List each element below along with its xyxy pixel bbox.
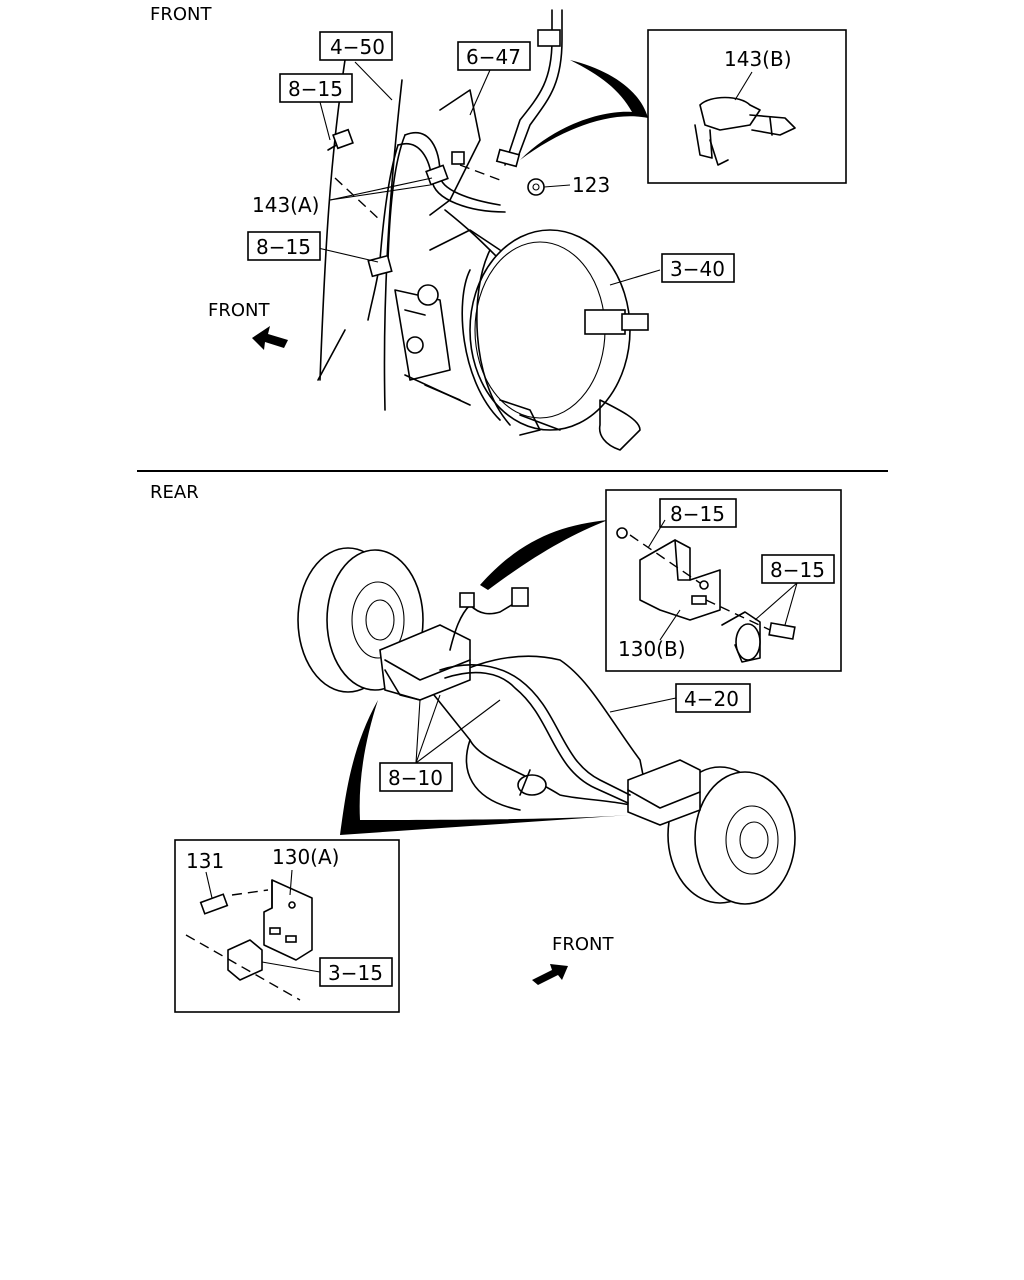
label-123: 123 bbox=[572, 173, 610, 197]
detail-inset-130b: 8−15 8−15 130(B) bbox=[605, 489, 842, 672]
svg-text:8−15: 8−15 bbox=[256, 235, 311, 259]
detail-pointer-shapes bbox=[340, 520, 630, 835]
svg-text:3−15: 3−15 bbox=[328, 961, 383, 985]
mounting-bracket bbox=[394, 89, 501, 406]
svg-text:3−40: 3−40 bbox=[670, 257, 725, 281]
label-130a: 130(A) bbox=[272, 845, 339, 869]
callout-8-15-inset-bolt: 8−15 bbox=[761, 554, 835, 584]
front-arrow-label-top: FRONT bbox=[208, 300, 270, 321]
svg-text:8−15: 8−15 bbox=[770, 558, 825, 582]
svg-text:4−50: 4−50 bbox=[330, 35, 385, 59]
svg-text:6−47: 6−47 bbox=[466, 45, 521, 69]
section-title-rear: REAR bbox=[150, 482, 199, 503]
nut-123 bbox=[527, 178, 545, 196]
leader-8-10 bbox=[415, 694, 501, 764]
svg-text:8−10: 8−10 bbox=[388, 766, 443, 790]
callout-8-15-inset-nut: 8−15 bbox=[659, 498, 737, 528]
svg-text:8−15: 8−15 bbox=[288, 77, 343, 101]
callout-3-15: 3−15 bbox=[319, 957, 393, 987]
callout-8-15-lower: 8−15 bbox=[247, 231, 321, 261]
brake-chamber bbox=[461, 229, 649, 451]
detail-inset-143b: 143(B) bbox=[520, 29, 847, 184]
svg-text:143(B): 143(B) bbox=[724, 47, 792, 71]
label-143a: 143(A) bbox=[252, 193, 319, 217]
leader-lines-top bbox=[317, 61, 661, 286]
svg-text:8−15: 8−15 bbox=[670, 502, 725, 526]
callout-6-47: 6−47 bbox=[457, 41, 531, 71]
svg-text:4−20: 4−20 bbox=[684, 687, 739, 711]
label-130b: 130(B) bbox=[618, 637, 686, 661]
callout-4-20: 4−20 bbox=[675, 683, 751, 713]
label-131: 131 bbox=[186, 849, 224, 873]
section-title-front: FRONT bbox=[150, 4, 212, 25]
front-arrow-label-bottom: FRONT bbox=[552, 934, 614, 955]
rear-axle bbox=[297, 547, 796, 905]
detail-inset-130a: 131 130(A) 3−15 bbox=[174, 839, 400, 1013]
callout-3-40: 3−40 bbox=[661, 253, 735, 283]
leader-4-20 bbox=[609, 697, 677, 713]
bolt-small bbox=[451, 151, 465, 165]
front-arrow-top bbox=[252, 326, 288, 350]
callout-4-50: 4−50 bbox=[319, 31, 393, 61]
bolt-8-15 bbox=[327, 128, 354, 151]
callout-8-15-upper: 8−15 bbox=[279, 73, 353, 103]
callout-8-10: 8−10 bbox=[379, 762, 453, 792]
front-arrow-bottom bbox=[532, 964, 568, 985]
